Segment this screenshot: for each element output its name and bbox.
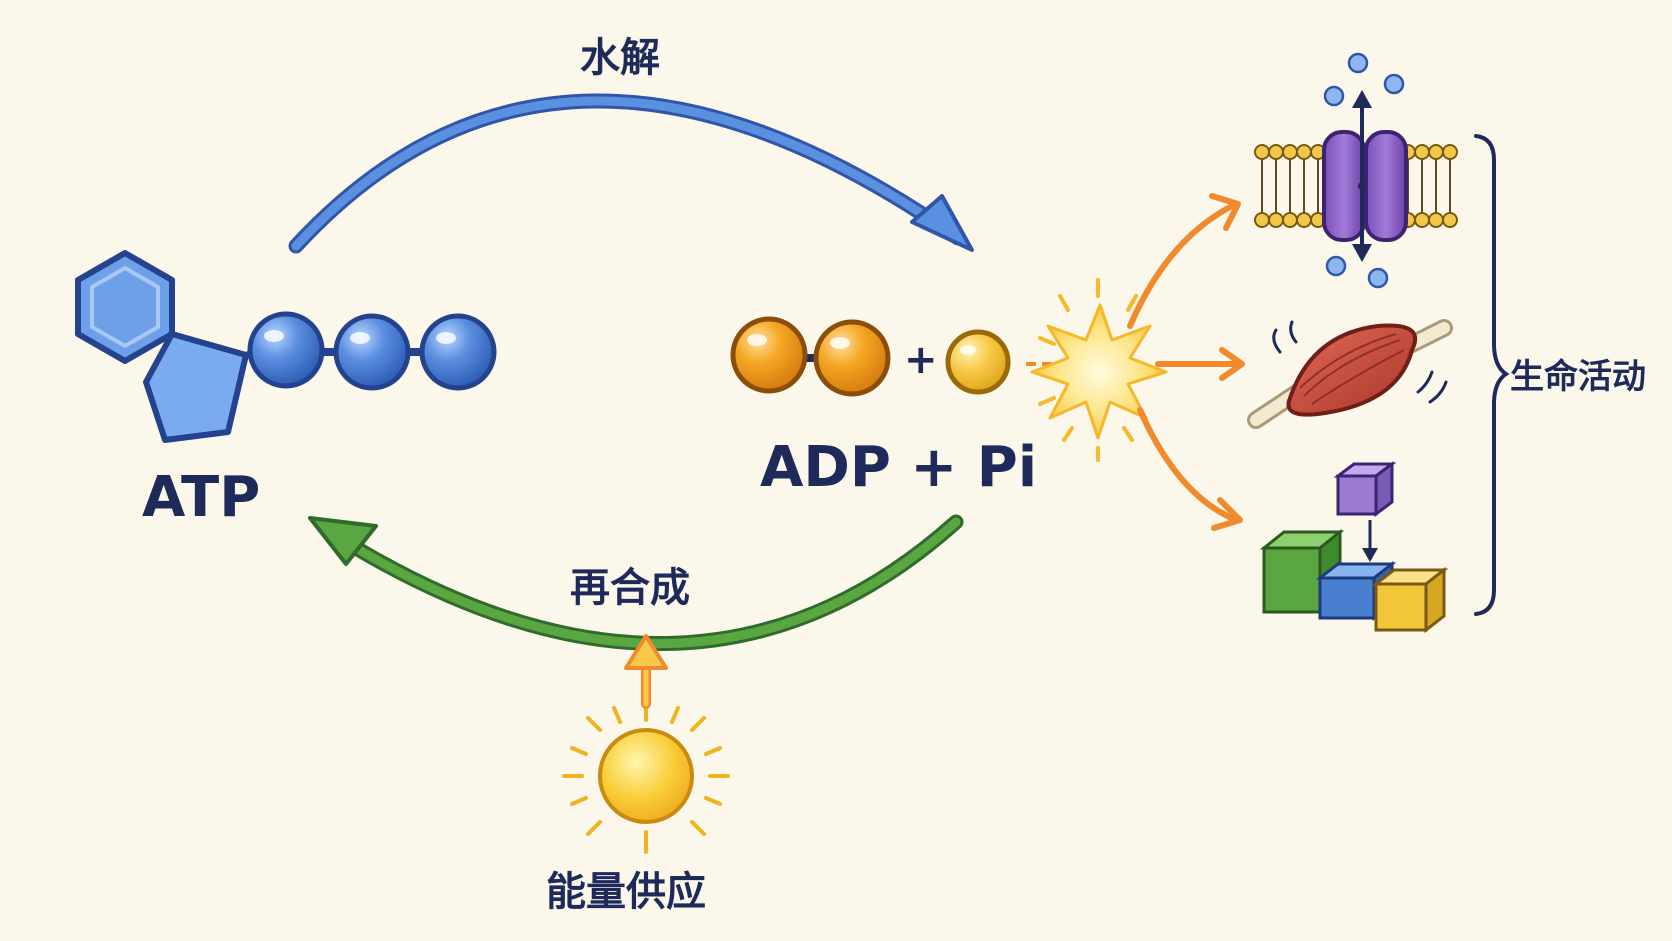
resynthesis-label: 再合成 bbox=[570, 565, 690, 611]
energy-supply-arrow bbox=[624, 634, 668, 709]
muscle-icon bbox=[1247, 319, 1453, 429]
resynthesis-arrow bbox=[308, 514, 964, 651]
life-activities-label: 生命活动 bbox=[1510, 357, 1646, 397]
atp-label: ATP bbox=[142, 465, 261, 530]
sun-icon bbox=[562, 700, 730, 854]
hydrolysis-arrow bbox=[288, 93, 974, 254]
energy-burst-icon bbox=[1026, 278, 1168, 462]
phosphate-icon bbox=[945, 329, 1011, 395]
adp-molecule-icon bbox=[730, 316, 891, 397]
building-blocks-icon bbox=[1259, 461, 1449, 634]
life-activities-brace bbox=[1474, 134, 1510, 616]
energy-output-arrows bbox=[1127, 193, 1245, 531]
energy-supply-label: 能量供应 bbox=[546, 869, 706, 915]
atp-molecule-icon bbox=[75, 250, 497, 443]
membrane-transport-icon bbox=[1254, 52, 1458, 289]
hydrolysis-label: 水解 bbox=[580, 35, 660, 81]
adp-pi-label: ADP + Pi bbox=[760, 435, 1038, 500]
plus-sign: + bbox=[904, 337, 938, 383]
